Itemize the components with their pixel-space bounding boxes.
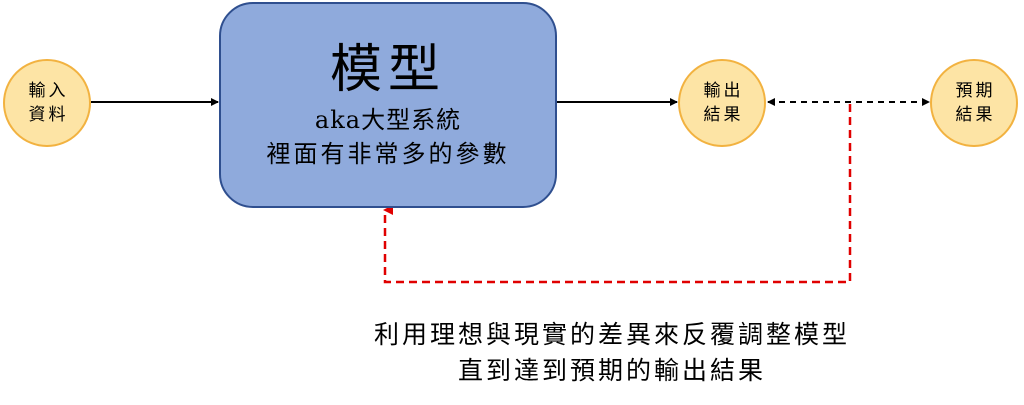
caption-line-2: 直到達到預期的輸出結果 xyxy=(457,356,766,385)
output-node-line2: 結果 xyxy=(703,105,744,125)
model-box: 模型 aka大型系統 裡面有非常多的參數 xyxy=(219,2,557,208)
input-data-node: 輸入 資料 xyxy=(3,59,91,147)
expected-node-line2: 結果 xyxy=(955,105,996,125)
input-node-line1: 輸入 xyxy=(28,81,69,101)
output-node-line1: 輸出 xyxy=(703,81,744,101)
output-result-node: 輸出 結果 xyxy=(678,59,766,147)
expected-node-line1: 預期 xyxy=(955,81,996,101)
model-title: 模型 xyxy=(329,40,446,100)
expected-result-node: 預期 結果 xyxy=(930,59,1018,147)
caption-line-1: 利用理想與現實的差異來反覆調整模型 xyxy=(373,320,850,349)
feedback-loop-line xyxy=(383,104,852,284)
model-subtitle: aka大型系統 xyxy=(314,106,462,134)
input-node-line2: 資料 xyxy=(28,105,69,125)
model-description: 裡面有非常多的參數 xyxy=(266,140,510,168)
